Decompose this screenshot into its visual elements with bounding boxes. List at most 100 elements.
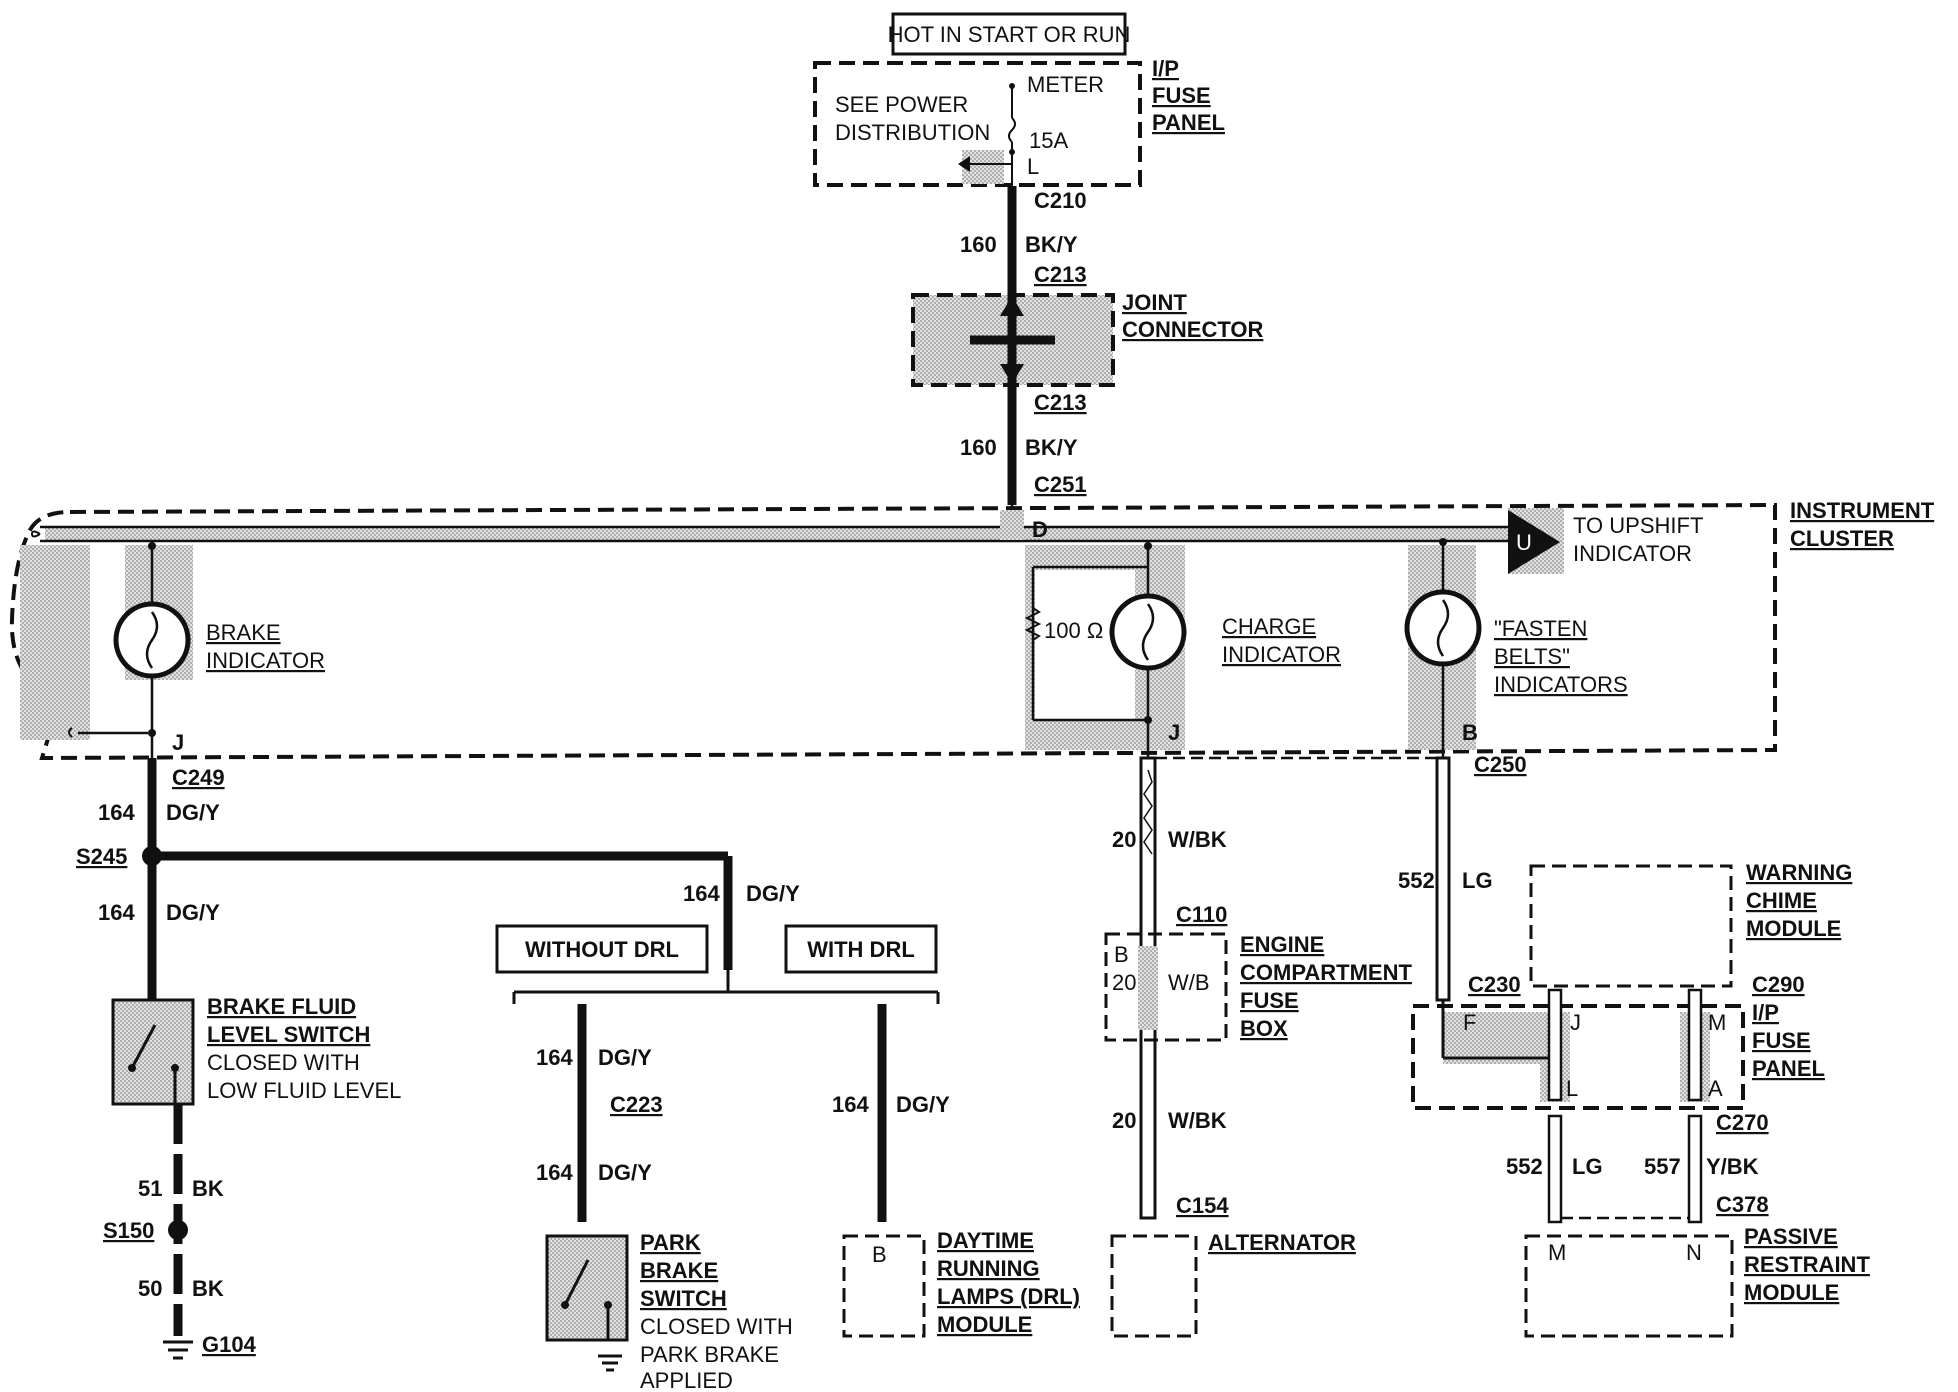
wire-160-lower: C213 160 BK/Y C251 [960, 390, 1087, 505]
svg-text:164: 164 [536, 1045, 573, 1070]
svg-text:C154: C154 [1176, 1193, 1229, 1218]
svg-text:J: J [172, 730, 184, 755]
drl-option-selector: WITHOUT DRL WITH DRL [495, 924, 940, 1004]
svg-text:PARK BRAKE: PARK BRAKE [640, 1342, 779, 1367]
svg-text:DISTRIBUTION: DISTRIBUTION [835, 120, 990, 145]
svg-text:APPLIED: APPLIED [640, 1368, 733, 1392]
park-brake-switch: PARK BRAKE SWITCH CLOSED WITH PARK BRAKE… [545, 1230, 793, 1392]
svg-text:20: 20 [1112, 827, 1136, 852]
svg-text:552: 552 [1398, 868, 1435, 893]
svg-text:Y/BK: Y/BK [1706, 1154, 1759, 1179]
svg-text:552: 552 [1506, 1154, 1543, 1179]
svg-text:ENGINE: ENGINE [1240, 932, 1324, 957]
svg-text:164: 164 [98, 900, 135, 925]
svg-text:JOINT: JOINT [1122, 290, 1187, 315]
svg-text:BRAKE FLUID: BRAKE FLUID [207, 994, 356, 1019]
svg-text:CHIME: CHIME [1746, 888, 1817, 913]
svg-text:CHARGE: CHARGE [1222, 614, 1316, 639]
svg-text:C223: C223 [610, 1092, 663, 1117]
svg-text:C251: C251 [1034, 472, 1087, 497]
svg-text:CLUSTER: CLUSTER [1790, 526, 1894, 551]
svg-text:557: 557 [1644, 1154, 1681, 1179]
svg-text:20: 20 [1112, 1108, 1136, 1133]
svg-text:B: B [872, 1242, 887, 1267]
svg-text:J: J [1168, 720, 1180, 745]
svg-text:C378: C378 [1716, 1192, 1769, 1217]
svg-text:LG: LG [1572, 1154, 1603, 1179]
svg-text:C290: C290 [1752, 972, 1805, 997]
svg-text:BRAKE: BRAKE [640, 1258, 718, 1283]
svg-text:BOX: BOX [1240, 1016, 1288, 1041]
svg-text:LG: LG [1462, 868, 1493, 893]
svg-text:160: 160 [960, 232, 997, 257]
svg-text:COMPARTMENT: COMPARTMENT [1240, 960, 1412, 985]
svg-text:I/P: I/P [1152, 56, 1179, 81]
svg-text:CLOSED WITH: CLOSED WITH [207, 1050, 360, 1075]
brake-fluid-level-switch: BRAKE FLUID LEVEL SWITCH CLOSED WITH LOW… [111, 994, 401, 1106]
svg-text:M: M [1708, 1010, 1726, 1035]
svg-text:FUSE: FUSE [1152, 83, 1211, 108]
svg-text:RUNNING: RUNNING [937, 1256, 1040, 1281]
wire-164-left: C249 164 DG/Y S245 164 DG/Y [76, 758, 225, 1012]
svg-text:L: L [1027, 154, 1039, 179]
svg-text:FUSE: FUSE [1752, 1028, 1811, 1053]
svg-text:C213: C213 [1034, 390, 1087, 415]
svg-text:INDICATORS: INDICATORS [1494, 672, 1628, 697]
svg-text:METER: METER [1027, 72, 1104, 97]
svg-text:DG/Y: DG/Y [896, 1092, 950, 1117]
svg-text:RESTRAINT: RESTRAINT [1744, 1252, 1870, 1277]
svg-text:50: 50 [138, 1276, 162, 1301]
svg-text:SWITCH: SWITCH [640, 1286, 727, 1311]
svg-text:MODULE: MODULE [1744, 1280, 1839, 1305]
svg-text:BK/Y: BK/Y [1025, 435, 1078, 460]
svg-text:WITHOUT DRL: WITHOUT DRL [525, 937, 679, 962]
svg-text:51: 51 [138, 1176, 162, 1201]
svg-text:164: 164 [683, 881, 720, 906]
wire-552-lg: C250 552 LG [1155, 752, 1527, 1002]
wire-164-to-drl: 164 DG/Y [160, 851, 800, 970]
wires-to-passive-restraint: C270 552 LG 557 Y/BK C378 [1506, 1110, 1769, 1224]
svg-text:MODULE: MODULE [937, 1312, 1032, 1337]
fasten-belts-indicator-lamp: "FASTEN BELTS" INDICATORS B [1404, 538, 1628, 758]
passive-restraint-module: M N PASSIVE RESTRAINT MODULE [1524, 1224, 1870, 1338]
svg-text:164: 164 [536, 1160, 573, 1185]
svg-text:WITH DRL: WITH DRL [807, 937, 915, 962]
svg-text:CLOSED WITH: CLOSED WITH [640, 1314, 793, 1339]
svg-text:C270: C270 [1716, 1110, 1769, 1135]
svg-text:FUSE: FUSE [1240, 988, 1299, 1013]
svg-text:DG/Y: DG/Y [598, 1160, 652, 1185]
svg-text:DAYTIME: DAYTIME [937, 1228, 1034, 1253]
svg-text:160: 160 [960, 435, 997, 460]
svg-text:N: N [1686, 1240, 1702, 1265]
svg-text:A: A [1708, 1076, 1723, 1101]
svg-text:M: M [1548, 1240, 1566, 1265]
ground-circuit: 51 BK S150 50 BK G104 [103, 1104, 257, 1360]
svg-text:S245: S245 [76, 844, 127, 869]
svg-text:C250: C250 [1474, 752, 1527, 777]
svg-text:BK/Y: BK/Y [1025, 232, 1078, 257]
svg-text:S150: S150 [103, 1218, 154, 1243]
svg-text:DG/Y: DG/Y [166, 900, 220, 925]
svg-text:INDICATOR: INDICATOR [1573, 541, 1692, 566]
svg-text:LAMPS (DRL): LAMPS (DRL) [937, 1284, 1080, 1309]
svg-text:DG/Y: DG/Y [166, 800, 220, 825]
svg-text:W/B: W/B [1168, 970, 1210, 995]
wire-20-charge: 20 W/BK C110 20 W/BK C154 [1112, 756, 1229, 1220]
svg-text:W/BK: W/BK [1168, 1108, 1227, 1133]
svg-text:DG/Y: DG/Y [746, 881, 800, 906]
svg-text:W/BK: W/BK [1168, 827, 1227, 852]
svg-text:B: B [1114, 942, 1129, 967]
svg-text:C249: C249 [172, 765, 225, 790]
svg-text:DG/Y: DG/Y [598, 1045, 652, 1070]
brake-indicator-lamp: BRAKE INDICATOR J [113, 541, 325, 758]
svg-text:BRAKE: BRAKE [206, 620, 281, 645]
svg-text:ALTERNATOR: ALTERNATOR [1208, 1230, 1356, 1255]
svg-text:PANEL: PANEL [1152, 110, 1225, 135]
ip-fuse-panel-bottom: C230 C290 F J M L A I/P FUSE PANEL [1411, 972, 1825, 1110]
joint-connector: JOINT CONNECTOR [911, 290, 1263, 390]
charge-indicator-lamp: 100 Ω CHARGE INDICATOR J [1024, 541, 1341, 758]
svg-text:TO UPSHIFT: TO UPSHIFT [1573, 513, 1703, 538]
svg-text:LEVEL SWITCH: LEVEL SWITCH [207, 1022, 370, 1047]
svg-text:20: 20 [1112, 970, 1136, 995]
